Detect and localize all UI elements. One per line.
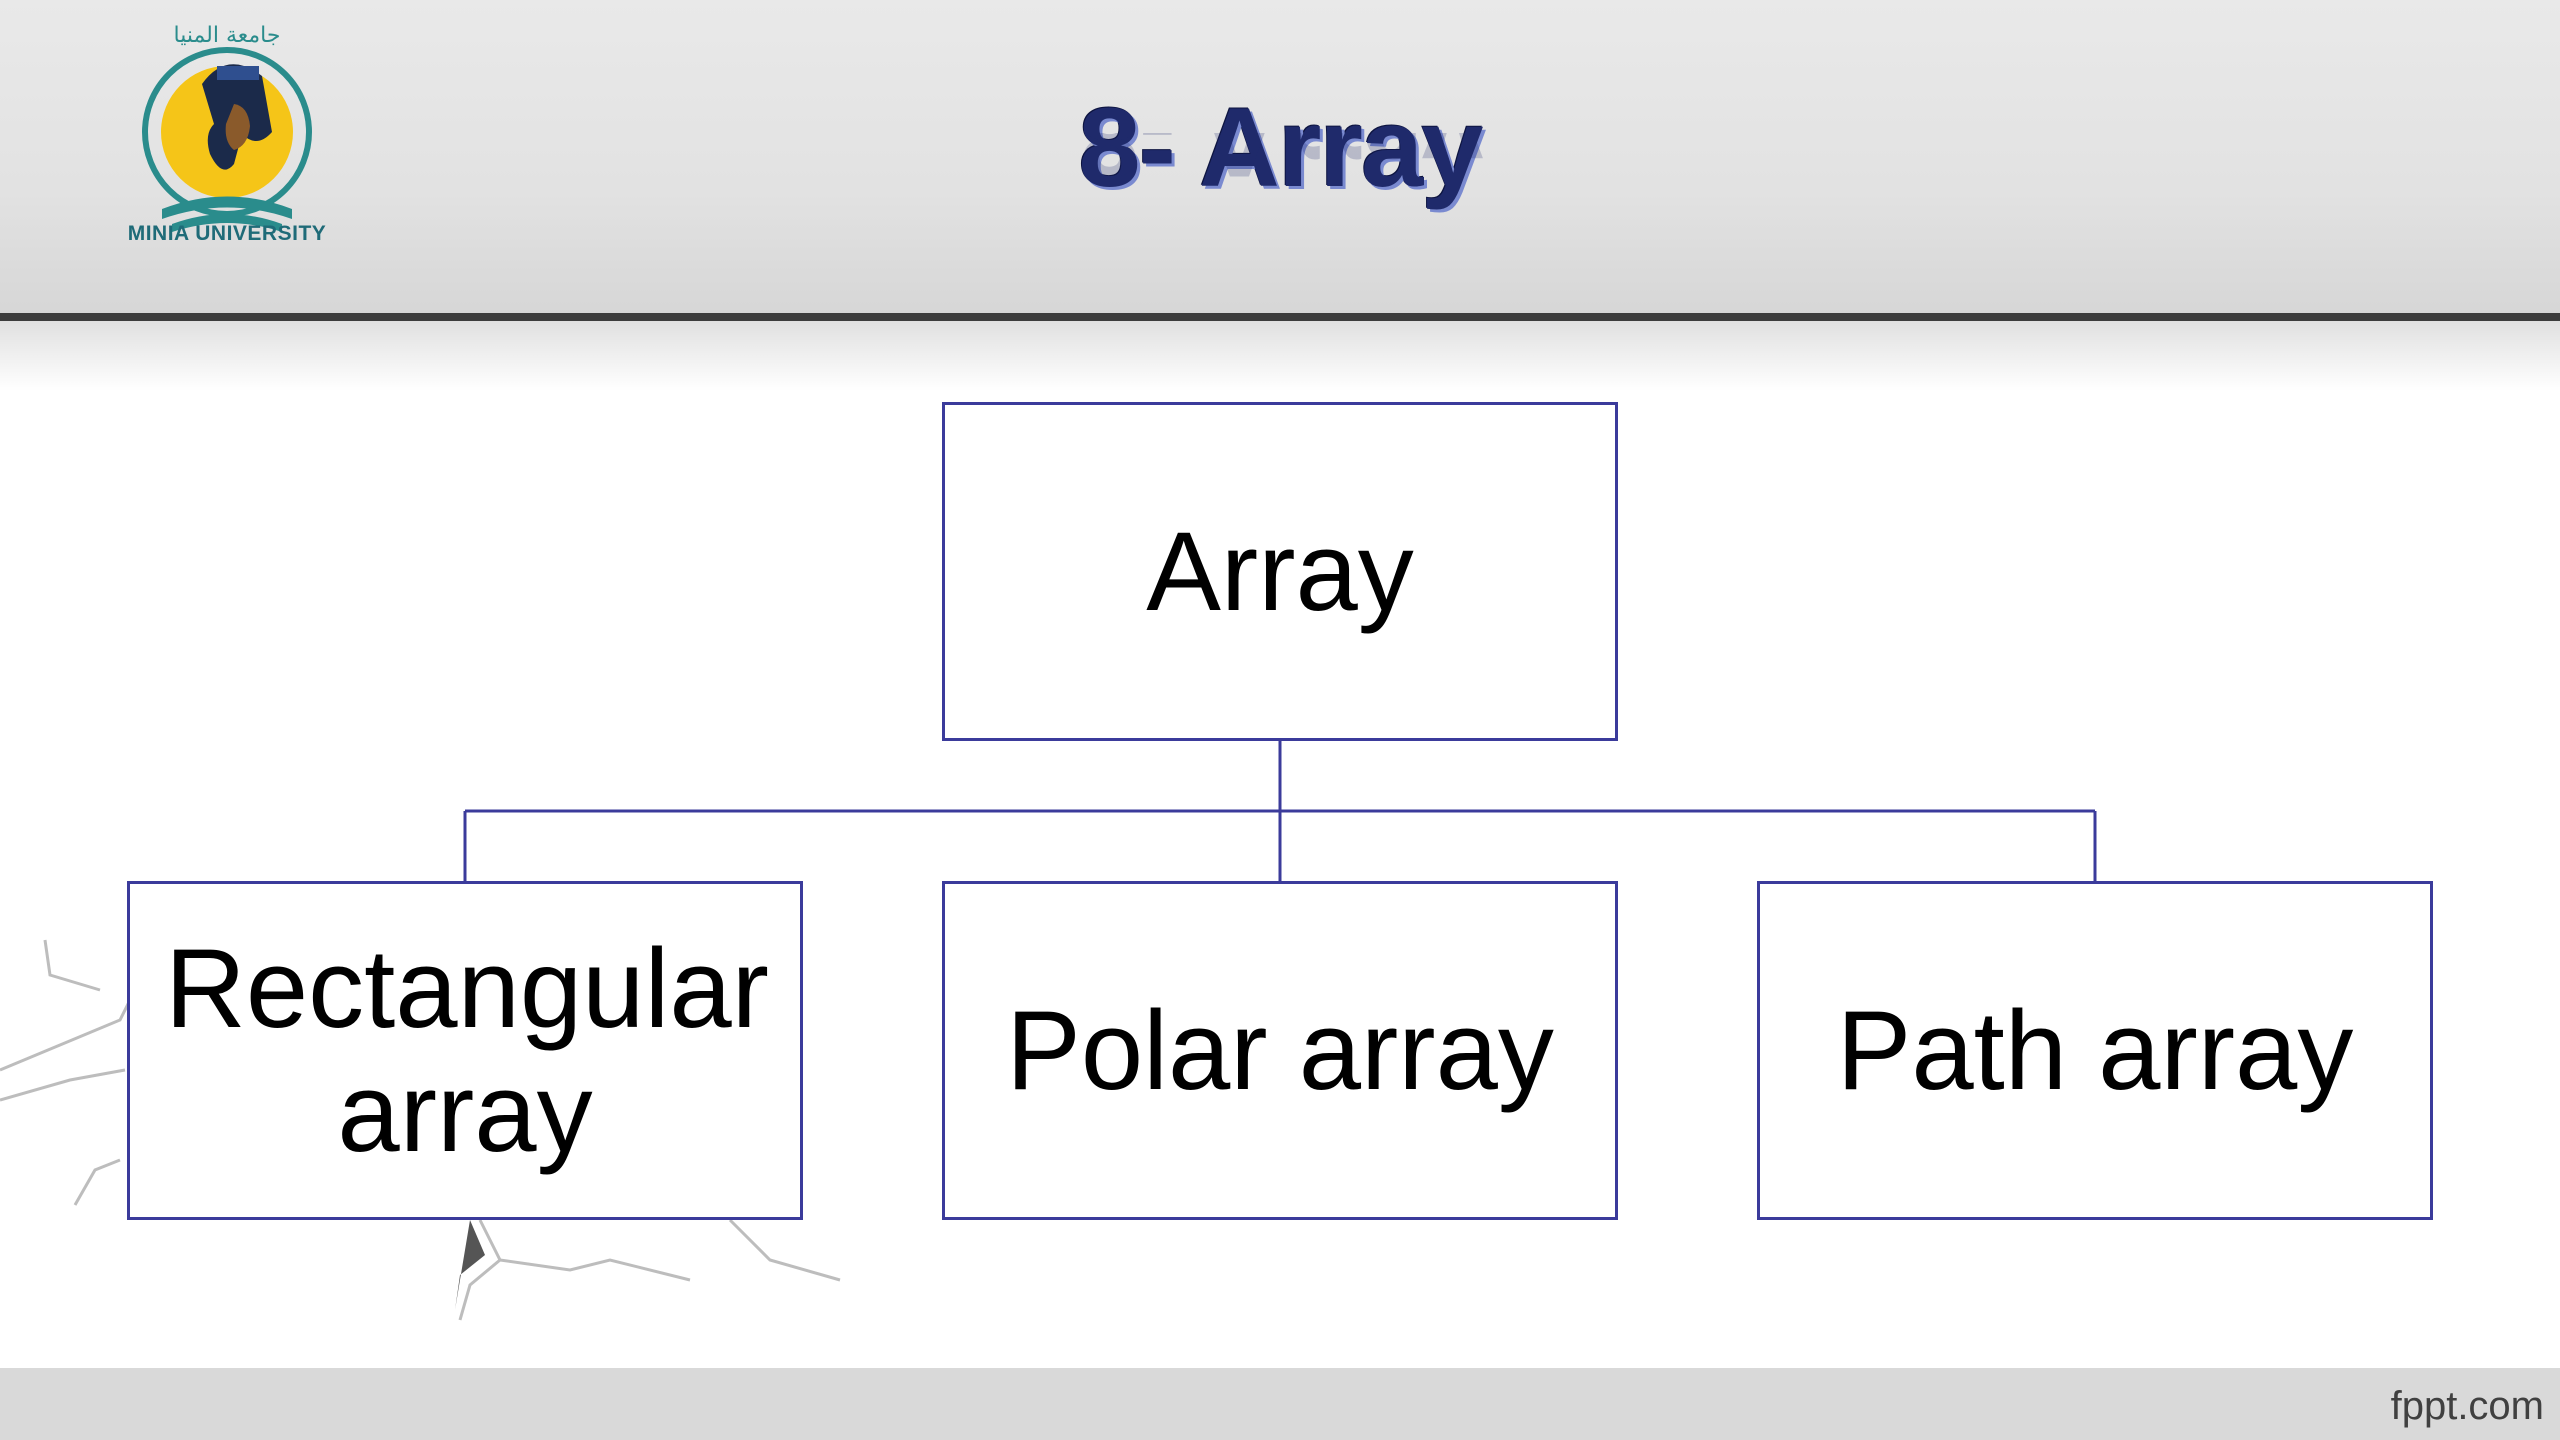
slide-title-reflection: 8- Array bbox=[1000, 133, 1560, 193]
university-logo: جامعة المنيا bbox=[142, 23, 312, 232]
logo-caption: MINIA UNIVERSITY bbox=[127, 222, 327, 245]
logo-arabic-text: جامعة المنيا bbox=[173, 23, 280, 48]
node-label-path-array: Path array bbox=[1836, 987, 2354, 1113]
header-shadow bbox=[0, 321, 2560, 391]
slide-footer bbox=[0, 1368, 2560, 1440]
diagram-node-path-array: Path array bbox=[1757, 881, 2433, 1220]
diagram-node-polar-array: Polar array bbox=[942, 881, 1618, 1220]
node-label-polar-array: Polar array bbox=[1006, 987, 1554, 1113]
diagram-node-rectangular-array: Rectangular array bbox=[127, 881, 803, 1220]
diagram-node-array: Array bbox=[942, 402, 1618, 741]
header-divider bbox=[0, 313, 2560, 321]
node-label-rectangular-array: Rectangular array bbox=[165, 926, 769, 1175]
slide-title: 8- Array bbox=[1078, 85, 1483, 210]
node-label-array: Array bbox=[1146, 508, 1414, 634]
slide-header bbox=[0, 0, 2560, 318]
footer-brand-text: fppt.com bbox=[2390, 1384, 2544, 1428]
